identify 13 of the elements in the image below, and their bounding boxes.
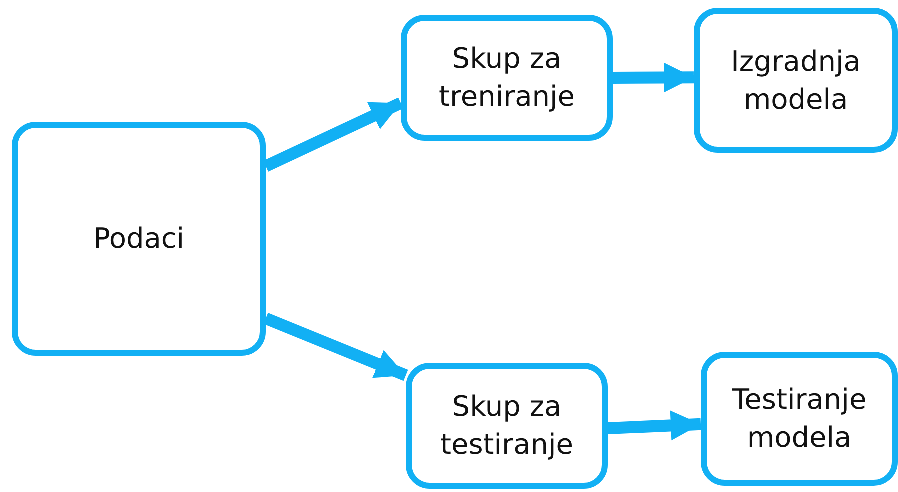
box-label: Skup za testiranje xyxy=(440,389,574,463)
process-box xyxy=(12,122,266,356)
box-label: Podaci xyxy=(92,221,186,257)
process-box xyxy=(701,352,898,486)
box-label: Izgradnja modela xyxy=(730,44,862,118)
process-box xyxy=(401,15,613,141)
box-label: Skup za treniranje xyxy=(438,41,576,115)
arrow xyxy=(612,62,694,93)
arrow xyxy=(608,410,702,441)
box-label: Testiranje modela xyxy=(731,382,868,456)
process-box xyxy=(694,8,898,153)
process-box xyxy=(406,363,608,489)
arrow xyxy=(264,313,408,382)
